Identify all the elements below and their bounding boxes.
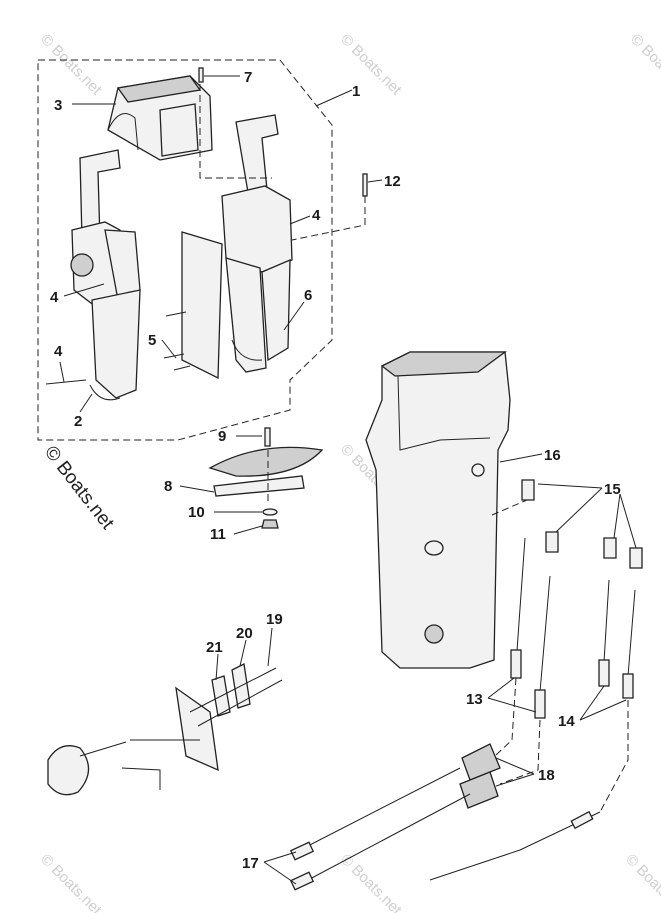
callout-3: 3	[54, 97, 62, 114]
callout-5: 5	[148, 332, 156, 349]
callout-9: 9	[218, 428, 226, 445]
watermark-text: © Boats.net	[37, 851, 105, 913]
center-plate	[181, 231, 223, 380]
callout-4-left: 4	[50, 289, 59, 306]
screw-5c	[173, 365, 191, 371]
boats-net-watermark: © Boats.net	[40, 442, 118, 534]
callout-18: 18	[538, 767, 555, 784]
guide-line	[599, 700, 629, 813]
callout-4-right: 4	[312, 207, 321, 224]
nut-11	[261, 519, 279, 529]
screw-7	[198, 67, 204, 83]
bolt-4	[45, 379, 87, 385]
guide-line	[499, 719, 541, 785]
callout-1: 1	[352, 83, 360, 100]
cable-rods	[510, 537, 636, 719]
watermark-text: © Boats.net	[337, 31, 405, 99]
callout-10: 10	[188, 504, 205, 521]
callout-20: 20	[236, 625, 253, 642]
control-cables	[289, 767, 601, 891]
right-control-unit	[221, 114, 293, 373]
callout-14: 14	[558, 713, 575, 730]
control-cover	[107, 75, 213, 161]
callout-8: 8	[164, 478, 172, 495]
watermark-layer: © Boats.net © Boats.net © Boats.net © Bo…	[37, 31, 661, 913]
callout-4-bolt: 4	[54, 343, 63, 360]
screw-12	[362, 173, 368, 197]
left-control-unit	[70, 149, 141, 401]
callout-17: 17	[242, 855, 259, 872]
washer-10	[262, 508, 278, 516]
callout-15: 15	[604, 481, 621, 498]
mounting-bracket	[47, 663, 283, 796]
callout-7: 7	[244, 69, 252, 86]
cable-ends	[521, 479, 643, 569]
guide-line	[199, 84, 272, 179]
callout-16: 16	[544, 447, 561, 464]
callout-13: 13	[466, 691, 483, 708]
guide-line	[491, 499, 528, 516]
screw-5a	[165, 311, 187, 317]
watermark-text: © Boats.net	[627, 31, 661, 99]
callout-12: 12	[384, 173, 401, 190]
watermark-text: © Boats.net	[622, 851, 661, 913]
callout-6: 6	[304, 287, 312, 304]
gasket	[208, 446, 324, 497]
callout-21: 21	[206, 639, 223, 656]
assembly-outline	[37, 59, 333, 441]
cable-adjusters	[459, 743, 501, 809]
control-housing	[365, 351, 511, 669]
guide-line	[291, 196, 366, 241]
leader-lines	[59, 75, 637, 885]
callout-19: 19	[266, 611, 283, 628]
callout-labels: 1 2 3 4 4 4 5 6 7 8 9 10 11 12 13 14 15 …	[50, 69, 621, 872]
callout-11: 11	[210, 526, 226, 543]
watermark-text: © Boats.net	[37, 31, 105, 99]
callout-2: 2	[74, 413, 82, 430]
watermark-text: © Boats.net	[337, 851, 405, 913]
screw-9	[264, 427, 271, 447]
